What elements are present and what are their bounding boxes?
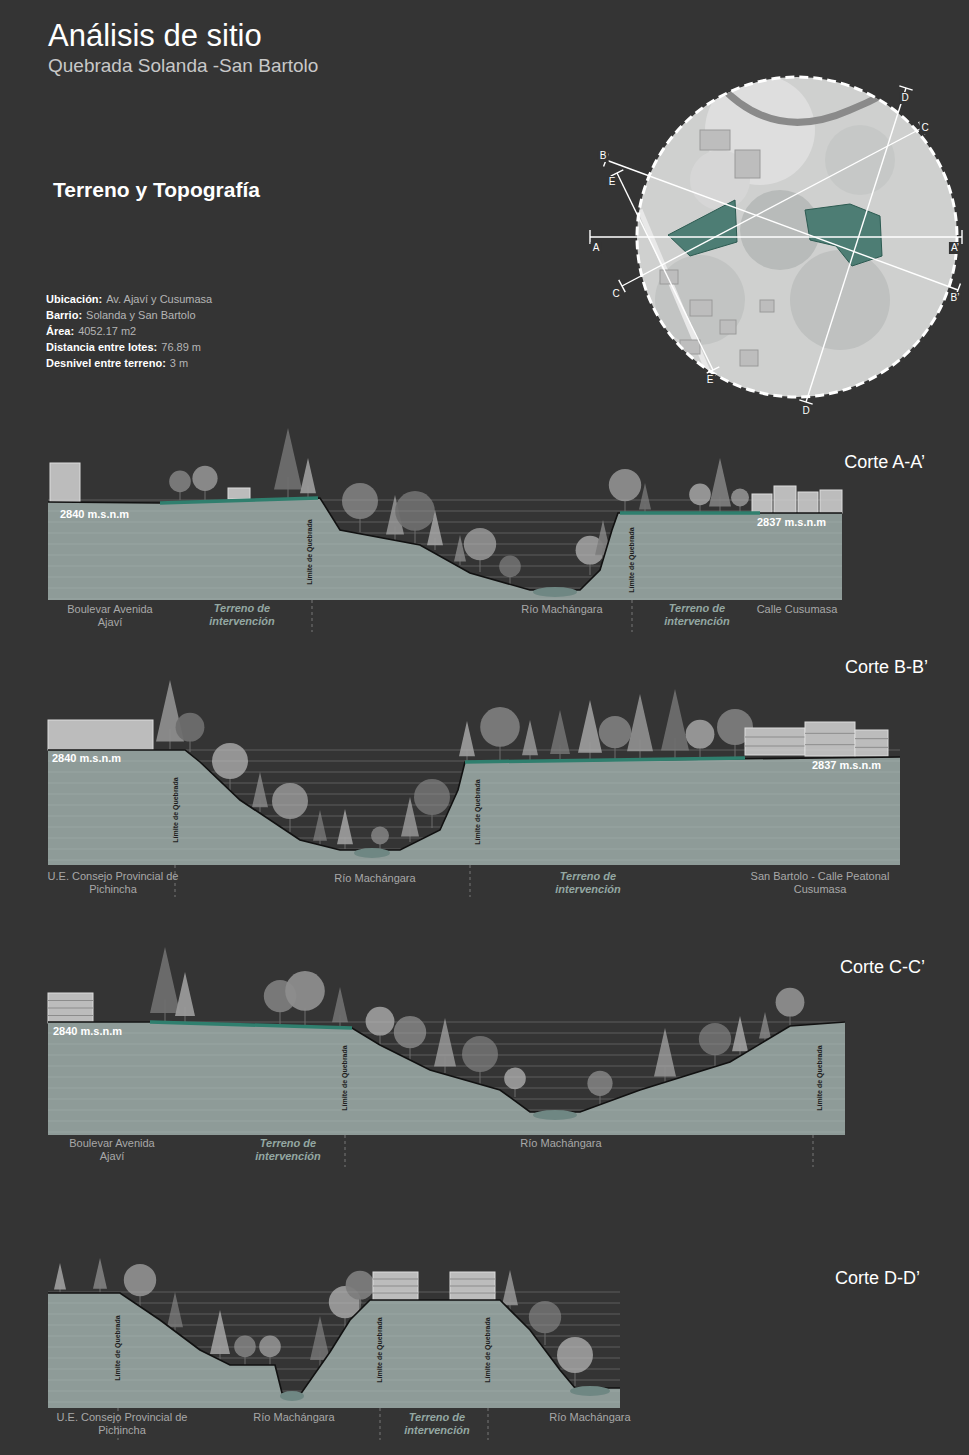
place-label: Río Machángara [249,1411,339,1424]
ground [48,750,900,865]
building [48,720,153,750]
section-title: Corte A-A’ [844,452,925,473]
ground [48,1293,620,1408]
section-title: Corte C-C’ [840,957,925,978]
intervention-label: Terreno de intervención [538,870,638,895]
section-letter: A [591,242,602,254]
elevation-label: 2840 m.s.n.m [53,1025,122,1038]
place-label: Río Machángara [545,1411,635,1424]
sheet-title: Análisis de sitio [48,18,262,54]
info-key: Distancia entre lotes: [46,341,157,353]
building [373,1272,418,1300]
elevation-label: 2837 m.s.n.m [757,516,826,529]
place-label: Río Machángara [517,603,607,616]
info-value: 4052.17 m2 [78,325,136,337]
section-letter: B [598,150,609,162]
terrain-profile [48,1022,845,1112]
limit-label: Límite de Quebrada [172,777,180,842]
building [450,1272,495,1300]
limit-label: Límite de Quebrada [628,527,636,592]
limit-label: Límite de Quebrada [474,779,482,844]
building [745,728,805,755]
place-label: Calle Cusumasa [742,603,852,616]
section-letter: C [610,288,621,300]
section-letter: C [919,122,930,134]
ground [48,498,842,600]
info-row: Ubicación: Av. Ajaví y Cusumasa [46,293,212,305]
building [798,492,818,513]
section-letter: E [607,176,618,188]
limit-label: Límite de Quebrada [816,1045,824,1110]
section-letter: D [899,92,910,104]
river [533,587,577,597]
intervention-strip [465,758,745,762]
info-value: 76.89 m [161,341,201,353]
building [228,488,250,499]
section-letter: B’ [949,292,962,304]
info-key: Barrio: [46,309,82,321]
place-label: U.E. Consejo Provincial de Pichincha [43,870,183,895]
place-label: Boulevar Avenida Ajaví [55,603,165,628]
building [48,993,93,1023]
terrain-profile [48,498,842,590]
terrain-section [48,1258,620,1440]
info-row: Distancia entre lotes: 76.89 m [46,341,201,353]
info-row: Barrio: Solanda y San Bartolo [46,309,196,321]
limit-label: Límite de Quebrada [114,1315,122,1380]
section-title: Corte D-D’ [835,1268,920,1289]
intervention-strip [160,498,318,503]
intervention-label: Terreno de intervención [238,1137,338,1162]
elevation-label: 2837 m.s.n.m [812,759,881,772]
river [533,1110,577,1120]
ground [48,1022,845,1135]
building [805,722,855,756]
elevation-label: 2840 m.s.n.m [60,508,129,521]
place-label: San Bartolo - Calle Peatonal Cusumasa [735,870,905,895]
subtitle: Quebrada Solanda -San Bartolo [48,55,318,77]
limit-label: Límite de Quebrada [376,1317,384,1382]
terrain-section [48,947,845,1167]
elevation-label: 2840 m.s.n.m [52,752,121,765]
terrain-profile [48,1293,620,1395]
limit-label: Límite de Quebrada [306,519,314,584]
river [570,1386,610,1396]
info-row: Área: 4052.17 m2 [46,325,136,337]
limit-label: Límite de Quebrada [341,1045,349,1110]
river [280,1391,304,1401]
place-label: Río Machángara [516,1137,606,1150]
place-label: U.E. Consejo Provincial de Pichincha [52,1411,192,1436]
intervention-strip [620,511,760,515]
info-key: Ubicación: [46,293,102,305]
terrain-section [48,680,900,897]
intervention-strip [150,1022,352,1028]
building [752,494,772,513]
place-label: Río Machángara [330,872,420,885]
section-heading: Terreno y Topografía [53,178,260,202]
place-label: Boulevar Avenida Ajaví [57,1137,167,1162]
terrain-profile [48,750,900,850]
building [855,730,888,756]
limit-label: Límite de Quebrada [484,1317,492,1382]
section-letter: A’ [949,242,961,254]
building [50,463,80,502]
info-key: Área: [46,325,74,337]
info-value: Av. Ajaví y Cusumasa [106,293,212,305]
info-value: Solanda y San Bartolo [86,309,195,321]
section-letter: D [800,405,811,417]
info-row: Desnivel entre terreno: 3 m [46,357,188,369]
info-value: 3 m [170,357,188,369]
building [820,490,842,513]
intervention-label: Terreno de intervención [647,602,747,627]
key-map [590,60,962,404]
terrain-section [48,428,842,632]
info-key: Desnivel entre terreno: [46,357,166,369]
section-letter: E [705,374,716,386]
river [354,848,390,858]
intervention-label: Terreno de intervención [387,1411,487,1436]
intervention-label: Terreno de intervención [192,602,292,627]
section-title: Corte B-B’ [845,657,928,678]
